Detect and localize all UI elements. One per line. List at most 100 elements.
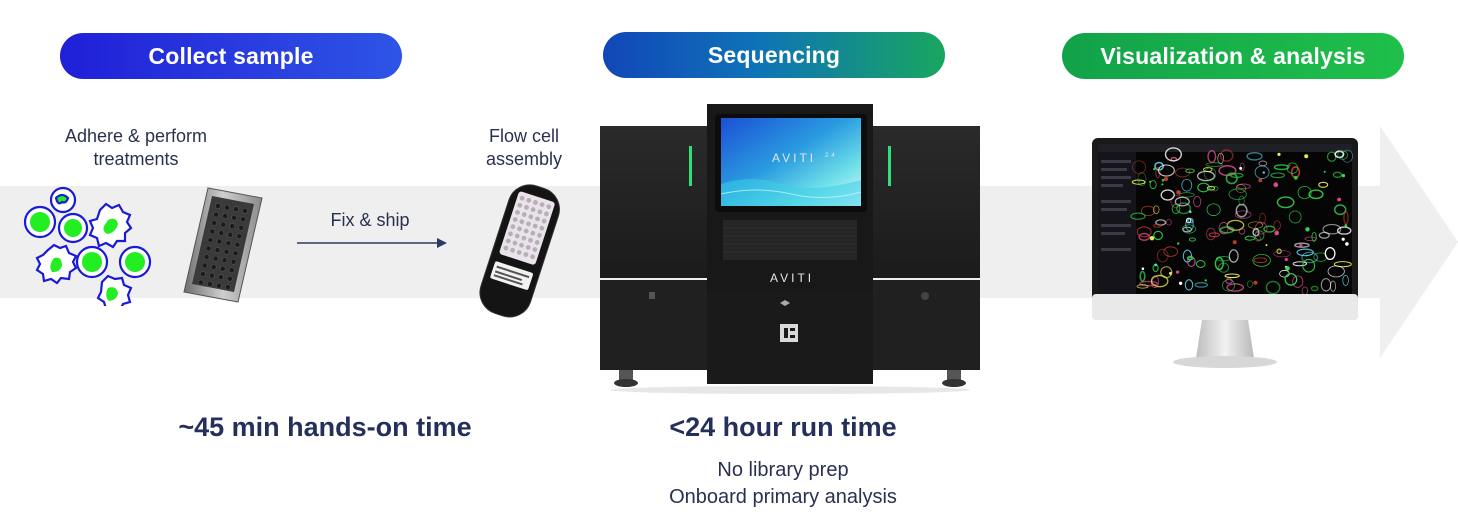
monitor-cell-mark xyxy=(1184,279,1194,291)
monitor-cell-mark xyxy=(1219,149,1234,162)
slide-well xyxy=(216,282,222,289)
monitor-cell-mark xyxy=(1174,196,1190,207)
monitor-cell-dot xyxy=(1288,164,1291,167)
flow-cell-well xyxy=(521,212,527,217)
monitor-cell-mark xyxy=(1164,147,1183,162)
monitor-cell-mark xyxy=(1193,195,1202,208)
stage-sequencing-label: Sequencing xyxy=(707,41,841,68)
flow-cell-well xyxy=(524,205,529,210)
monitor-cell-mark xyxy=(1131,179,1146,185)
slide-well xyxy=(207,237,214,243)
monitor-cell-mark xyxy=(1132,160,1147,175)
hands-on-time-text: ~45 min hands-on time xyxy=(178,412,472,442)
monitor-cell-mark xyxy=(1152,223,1162,228)
monitor-cell-mark xyxy=(1292,261,1308,267)
monitor-cell-mark xyxy=(1170,195,1182,208)
monitor-cell-mark xyxy=(1342,274,1349,286)
flow-cell-icon xyxy=(479,184,560,318)
flow-cell-well xyxy=(541,218,547,224)
slide-well xyxy=(213,211,219,218)
monitor-cell-dot xyxy=(1299,243,1303,248)
monitor-cell-mark xyxy=(1197,182,1210,193)
run-time-text: <24 hour run time xyxy=(669,412,897,442)
monitor-cell-mark xyxy=(1140,205,1156,217)
monitor-cell-dot xyxy=(1337,197,1341,202)
instrument-brand-text: AVITI xyxy=(770,271,814,285)
slide-well xyxy=(222,213,228,219)
monitor-cell-mark xyxy=(1229,172,1244,179)
monitor-cell-mark xyxy=(1332,171,1343,178)
monitor-cell-mark xyxy=(1204,167,1217,181)
monitor-cell-mark xyxy=(1181,224,1197,234)
monitor-cell-mark xyxy=(1333,204,1347,216)
flow-cell-well xyxy=(519,195,525,201)
monitor-cell-dot xyxy=(1284,265,1287,268)
flow-cell-well xyxy=(532,223,538,229)
monitor-cell-mark xyxy=(1270,172,1285,179)
flow-cell-well xyxy=(546,204,552,210)
monitor-cell-mark xyxy=(1329,280,1336,292)
adhere-treatments-label: Adhere & perform treatments xyxy=(64,126,208,169)
monitor-cell-mark xyxy=(1302,258,1316,273)
sample-slide-icon xyxy=(183,187,263,303)
monitor-cell-dot xyxy=(1323,170,1326,173)
aviti-instrument-image: AVITI 24 AVITI xyxy=(600,104,980,394)
monitor-cell-mark xyxy=(1136,284,1149,289)
slide-well xyxy=(220,221,227,228)
monitor-cell-mark xyxy=(1239,162,1245,171)
monitor-cell-mark xyxy=(1154,161,1164,171)
stage-visualization: Visualization & analysis xyxy=(1062,33,1404,79)
no-library-prep-text: No library prep xyxy=(717,459,849,481)
fix-ship-label: Fix & ship xyxy=(330,210,410,230)
monitor-cell-mark xyxy=(1138,232,1151,242)
monitor-cell-mark xyxy=(1297,186,1312,200)
slide-well xyxy=(199,271,206,277)
monitor-cell-dot xyxy=(1163,176,1169,182)
slide-well xyxy=(234,241,241,248)
monitor-cell-mark xyxy=(1296,248,1314,257)
slide-well xyxy=(218,230,225,236)
cells-icon xyxy=(23,186,152,306)
fix-ship-arrow-icon xyxy=(297,238,447,248)
monitor-cell-mark xyxy=(1301,251,1319,264)
monitor-cell-mark xyxy=(1138,280,1159,287)
monitor-cell-dot xyxy=(1273,182,1279,188)
slide-well xyxy=(240,216,246,223)
flow-cell-well xyxy=(508,231,513,237)
monitor-cell-dot xyxy=(1176,190,1181,195)
monitor-cell-dot xyxy=(1204,279,1207,282)
flow-cell-well xyxy=(516,249,522,255)
monitor-cell-mark xyxy=(1156,248,1169,263)
monitor-cell-mark xyxy=(1188,237,1196,242)
monitor-cell-mark xyxy=(1318,181,1329,188)
onboard-analysis-text: Onboard primary analysis xyxy=(669,486,897,508)
slide-well xyxy=(233,206,239,213)
monitor-cell-mark xyxy=(1194,282,1209,288)
monitor-cell-mark xyxy=(1246,151,1263,161)
slide-well xyxy=(232,250,239,257)
monitor-cell-mark xyxy=(1252,254,1271,267)
monitor-cell-dot xyxy=(1258,178,1263,183)
flow-cell-well xyxy=(512,217,518,222)
monitor-cell-mark xyxy=(1175,202,1192,215)
monitor-cell-dot xyxy=(1161,183,1164,186)
monitor-cell-dot xyxy=(1253,280,1258,285)
monitor-cell-mark xyxy=(1244,235,1256,241)
monitor-cell-dot xyxy=(1178,281,1183,285)
monitor-cell-mark xyxy=(1163,246,1178,257)
flow-cell-well xyxy=(519,242,524,248)
monitor-cell-dot xyxy=(1305,254,1308,257)
monitor-cell-mark xyxy=(1311,231,1317,242)
slide-well xyxy=(230,258,237,265)
screen-brand-suffix: 24 xyxy=(825,153,838,159)
monitor-cell-mark xyxy=(1166,218,1172,226)
monitor-cell-mark xyxy=(1205,162,1223,167)
flow-cell-well xyxy=(539,202,545,208)
flow-cell-well xyxy=(514,233,520,239)
monitor-cell-dot xyxy=(1232,240,1237,245)
flow-cell-well xyxy=(510,224,516,230)
slide-well xyxy=(214,247,221,253)
flow-cell-well xyxy=(503,245,509,251)
monitor-cell-mark xyxy=(1238,195,1245,207)
monitor-cell-mark xyxy=(1218,222,1229,235)
